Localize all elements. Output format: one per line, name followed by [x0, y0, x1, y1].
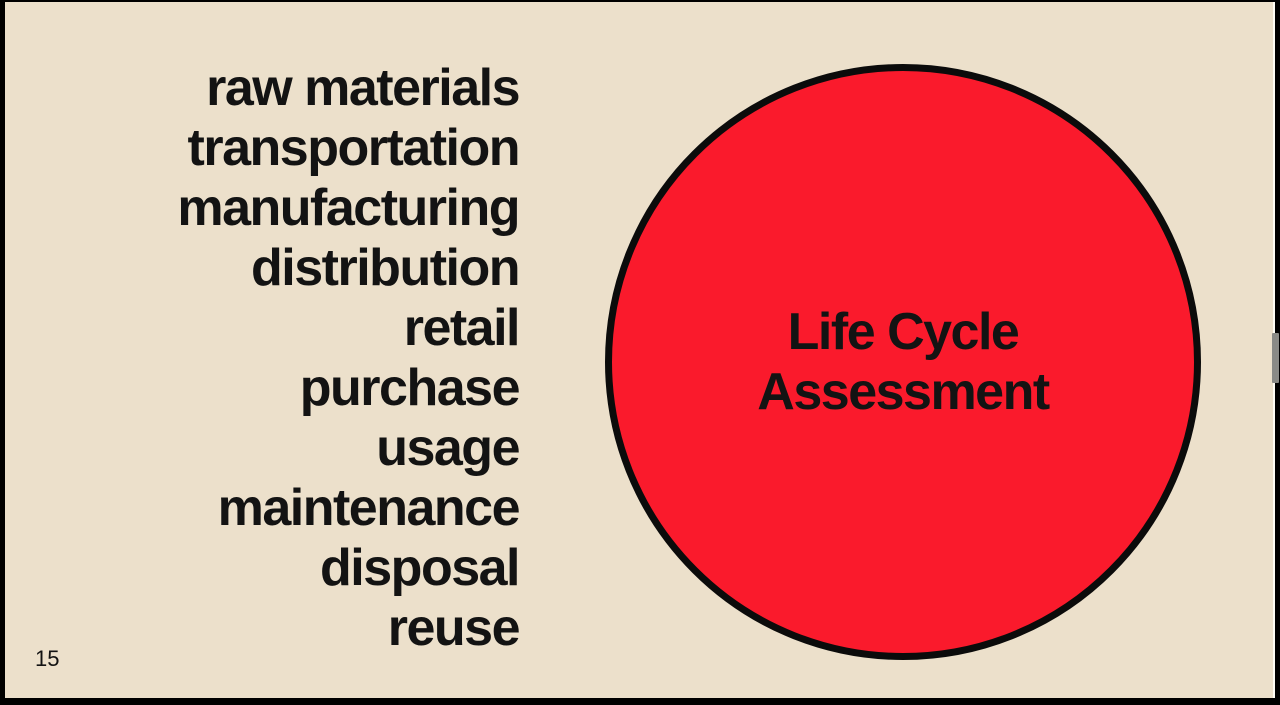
life-cycle-assessment-circle: Life Cycle Assessment	[605, 64, 1201, 660]
stage-item: manufacturing	[177, 179, 520, 237]
stage-item: reuse	[387, 599, 521, 657]
circle-label-line2: Assessment	[757, 363, 1050, 421]
stage-item: distribution	[251, 239, 520, 297]
page-number: 15	[35, 646, 60, 671]
vertical-scrollbar-thumb[interactable]	[1272, 333, 1279, 383]
stage-item: maintenance	[217, 479, 521, 537]
stage-item: transportation	[187, 119, 521, 177]
stage-item: usage	[376, 419, 520, 477]
slide-canvas: raw materials transportation manufacturi…	[5, 2, 1273, 698]
circle-label-line1: Life Cycle	[787, 303, 1020, 361]
stage-item: raw materials	[206, 59, 520, 117]
stage-item: purchase	[299, 359, 521, 417]
stage-item: disposal	[320, 539, 520, 597]
stage-item: retail	[403, 299, 521, 357]
lifecycle-stage-list: raw materials transportation manufacturi…	[5, 58, 521, 658]
